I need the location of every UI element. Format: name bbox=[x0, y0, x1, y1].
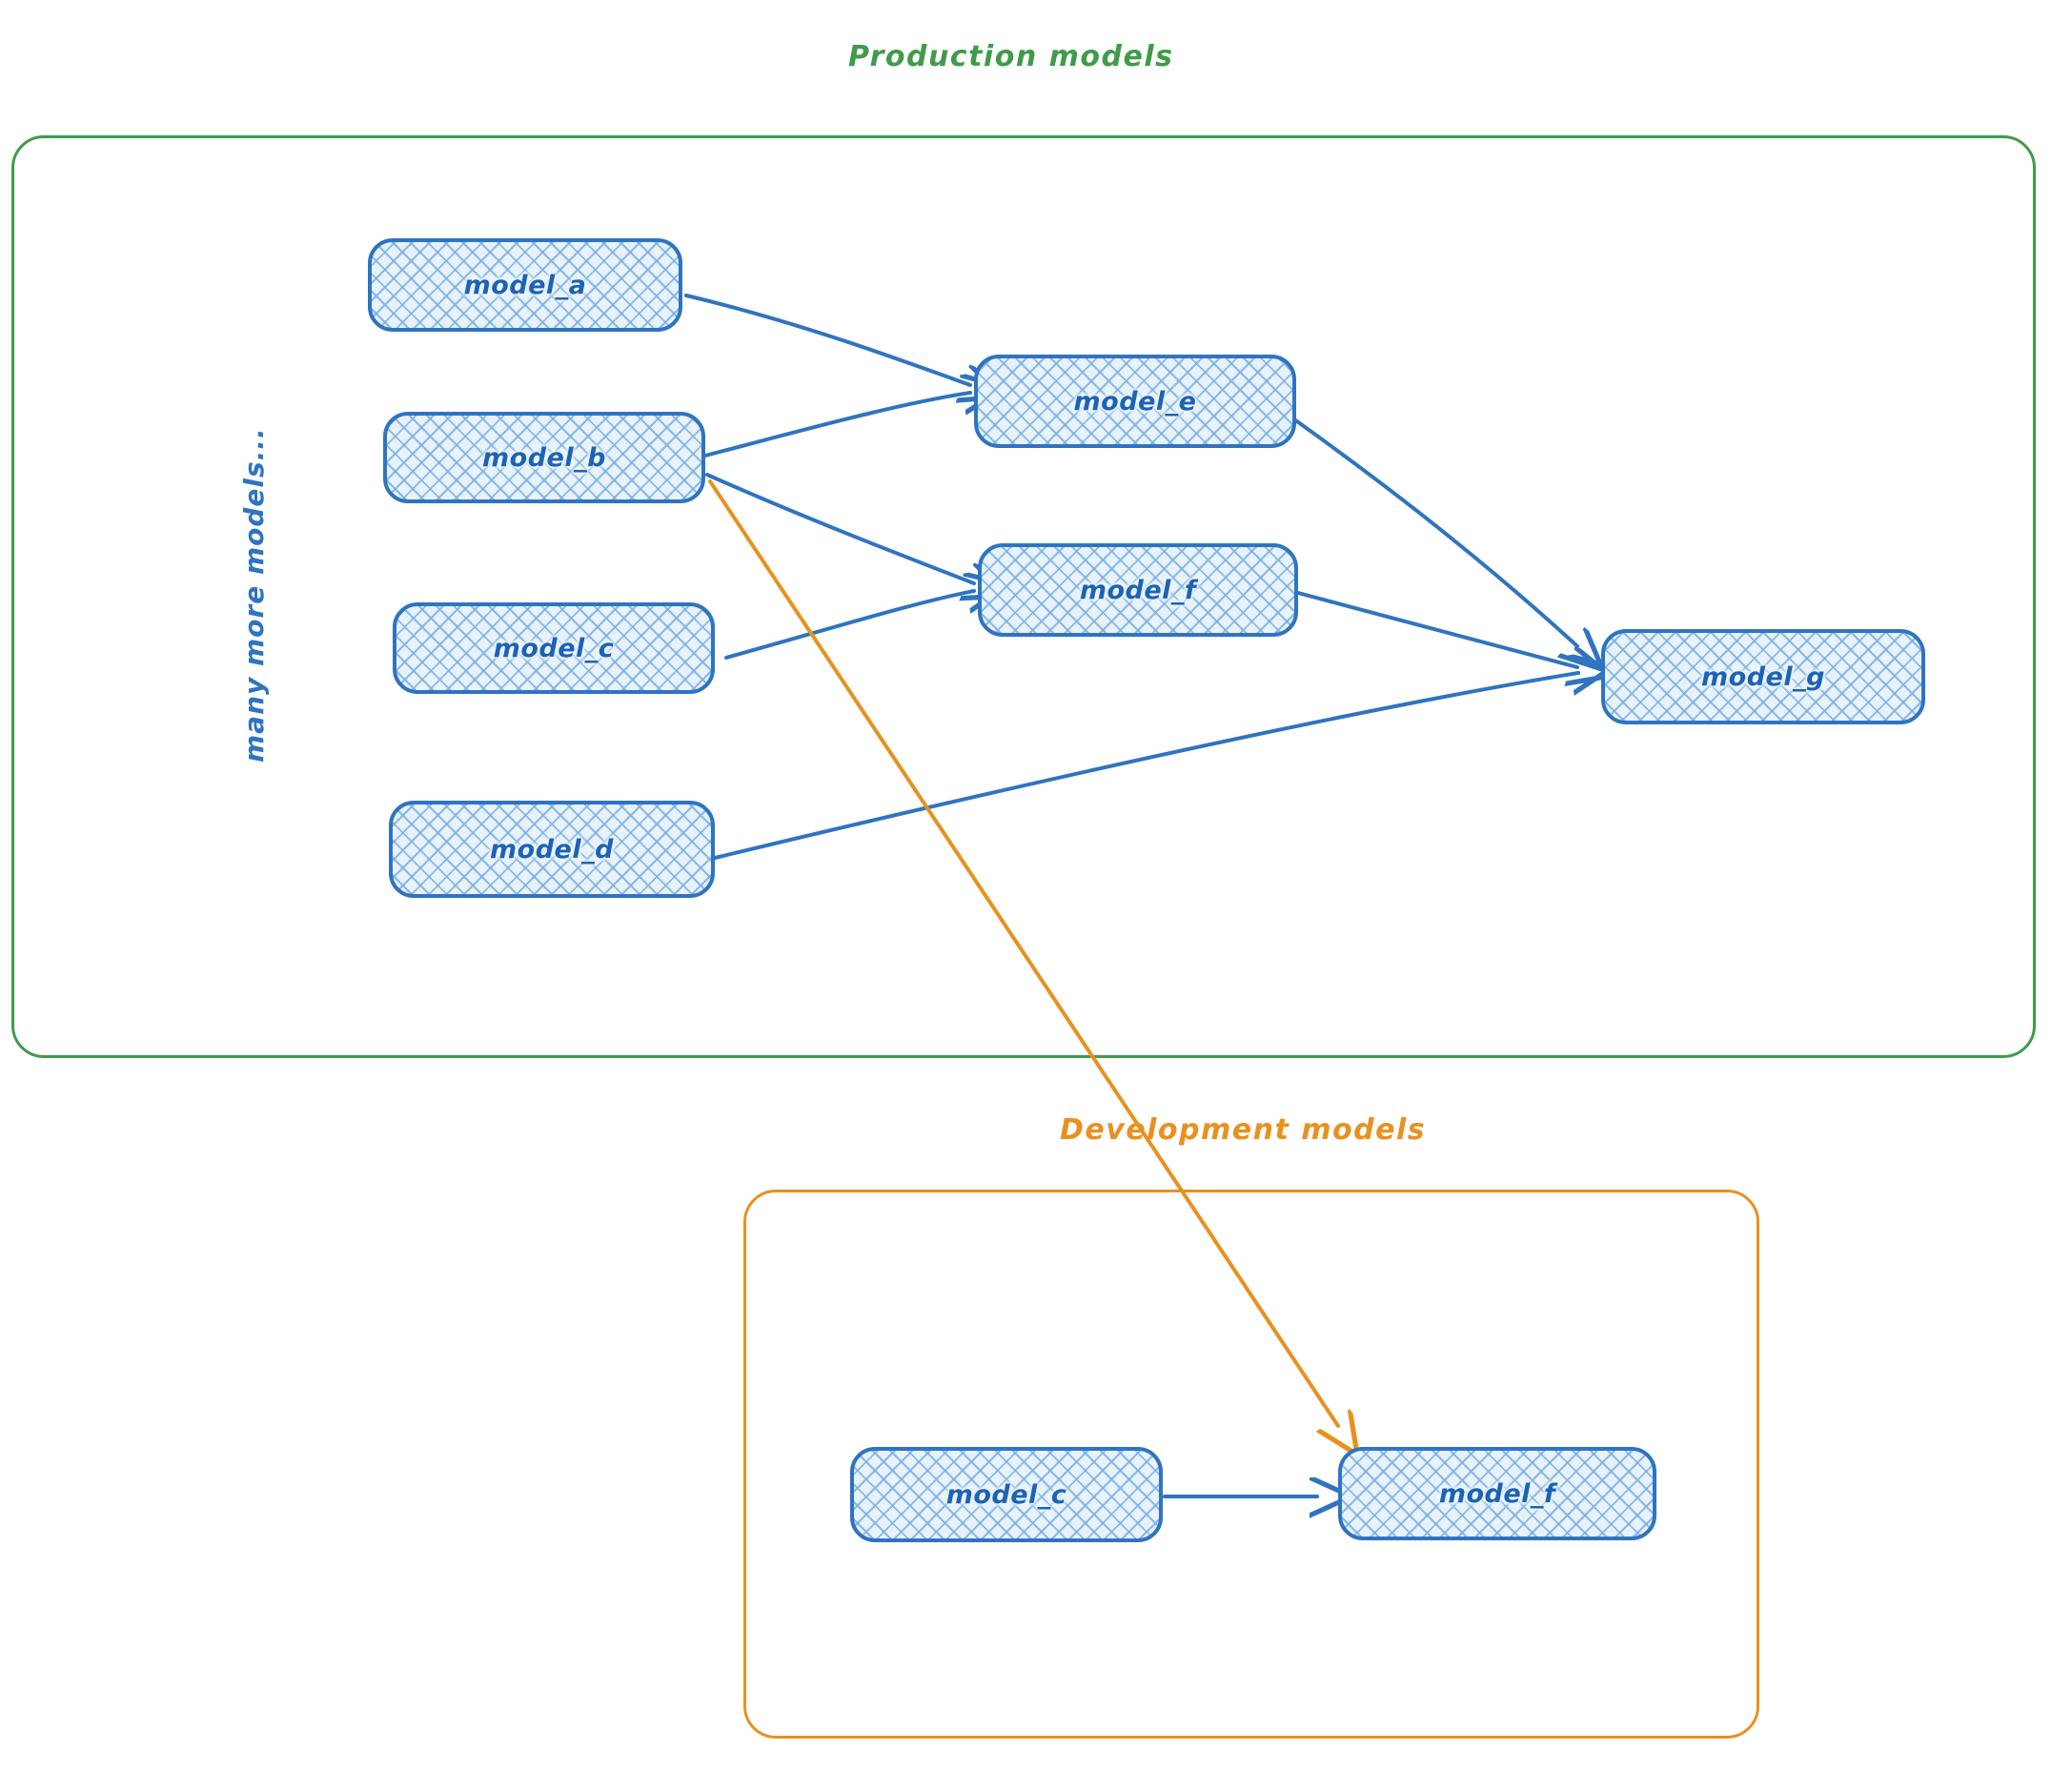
edge-model-b-to-model-f bbox=[705, 473, 974, 583]
node-label: model_c bbox=[493, 633, 615, 663]
edge-model-c-to-model-f bbox=[724, 591, 974, 660]
edge-model-e-to-model-g bbox=[1292, 417, 1577, 646]
node-prod-model-b[interactable]: model_b bbox=[383, 412, 705, 503]
node-dev-model-c[interactable]: model_c bbox=[850, 1447, 1163, 1542]
edge-model-b-to-model-e bbox=[703, 393, 970, 458]
node-label: model_f bbox=[1438, 1478, 1556, 1509]
edge-model-a-to-model-e bbox=[684, 294, 970, 385]
node-label: model_d bbox=[490, 834, 614, 865]
node-label: model_g bbox=[1701, 662, 1825, 692]
node-prod-model-c[interactable]: model_c bbox=[393, 602, 715, 694]
production-group-container bbox=[11, 135, 2036, 1058]
node-dev-model-f[interactable]: model_f bbox=[1338, 1447, 1656, 1540]
node-prod-model-g[interactable]: model_g bbox=[1601, 629, 1925, 724]
node-prod-model-e[interactable]: model_e bbox=[974, 355, 1296, 448]
node-label: model_c bbox=[945, 1479, 1067, 1510]
node-prod-model-f[interactable]: model_f bbox=[978, 543, 1298, 637]
node-label: model_a bbox=[463, 270, 587, 300]
development-group-container bbox=[743, 1190, 1759, 1739]
edge-prod-model-b-to-dev-model-f bbox=[708, 479, 1338, 1426]
node-prod-model-a[interactable]: model_a bbox=[368, 238, 682, 332]
edge-model-d-to-model-g bbox=[713, 673, 1578, 860]
node-label: model_b bbox=[482, 442, 606, 473]
edge-model-f-to-model-g bbox=[1296, 591, 1577, 667]
node-label: model_f bbox=[1079, 575, 1197, 605]
node-prod-model-d[interactable]: model_d bbox=[389, 801, 715, 898]
node-label: model_e bbox=[1073, 386, 1197, 417]
